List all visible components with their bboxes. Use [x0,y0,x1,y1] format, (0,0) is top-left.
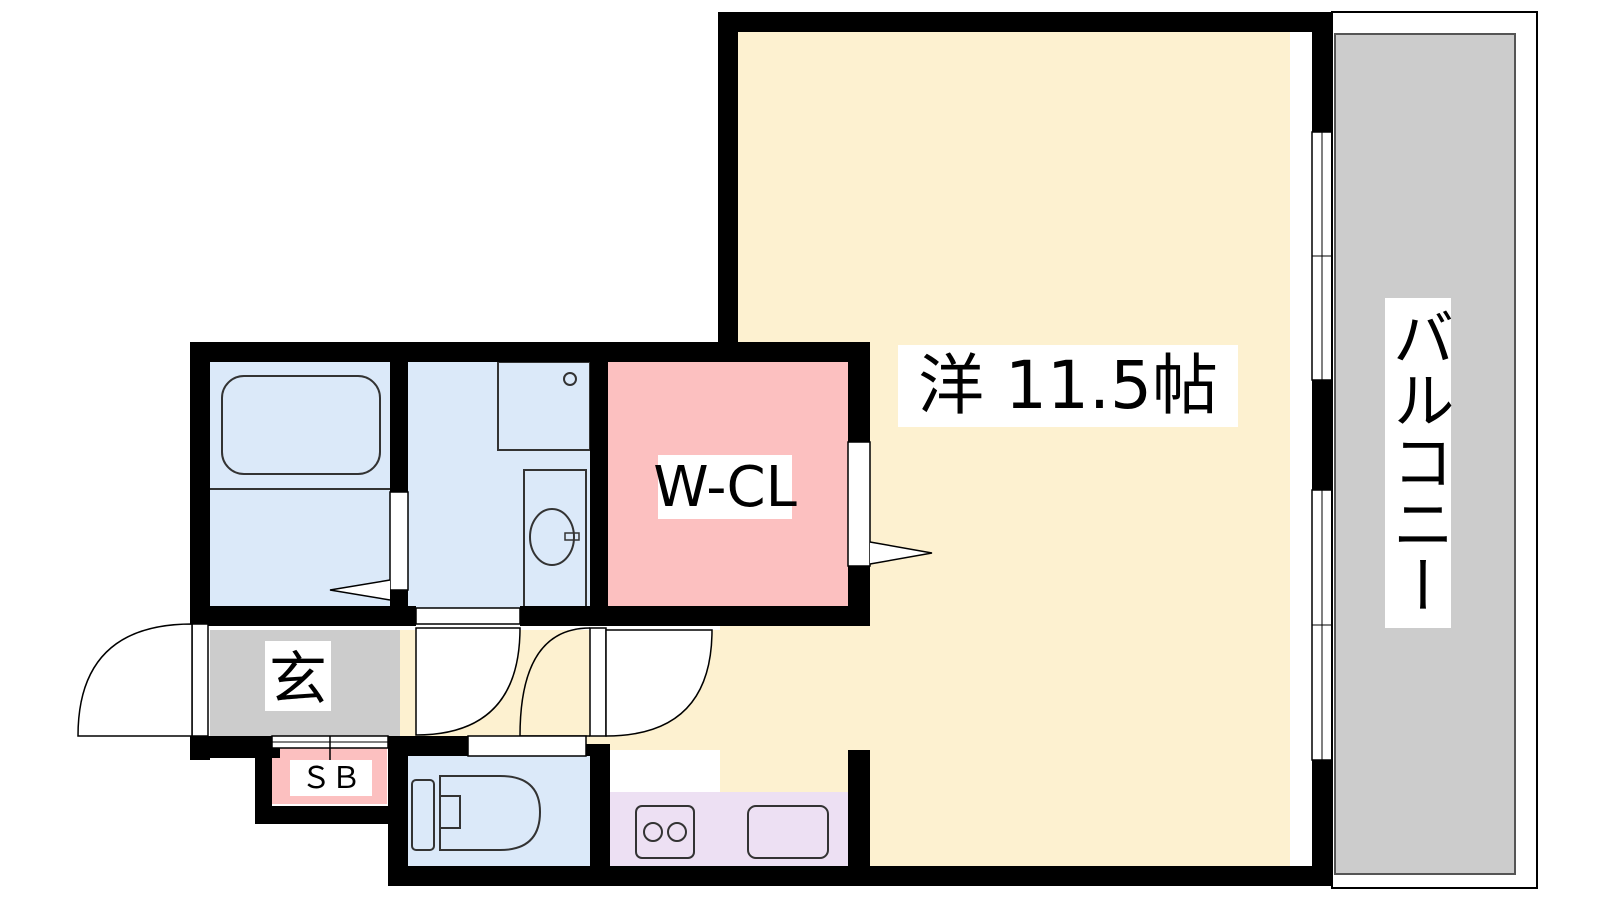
western-room-label-bg [898,345,1238,427]
bath-door-arrow-icon [329,579,391,601]
western-room-label: 洋 11.5帖 [918,347,1218,424]
balcony-rail [1331,11,1538,889]
balcony-fill [1334,33,1516,875]
entrance-label-bg [265,641,331,711]
bathtub [221,375,381,475]
bathtub-fixture [210,488,390,490]
stove [635,805,695,859]
basin-faucet [564,532,580,541]
wcl-door [847,441,871,567]
toilet-tank [411,779,435,851]
toilet-bowl [439,775,542,851]
burner-left-icon [643,822,663,842]
entrance-door-swing [77,623,193,737]
washroom-doorway [415,607,521,625]
wcl-label: W-CL [653,455,797,520]
washroom-door-swing [415,627,521,736]
shoe-box-label-bg [290,760,372,796]
burner-right-icon [667,822,687,842]
shoe-box-label: ＳＢ [301,761,361,796]
walls [190,12,1332,886]
bathroom-fill [210,362,390,610]
wash-basin [529,508,575,566]
balcony-label: バルコニー [1382,306,1455,616]
toilet-fill [408,756,590,868]
kitchen-fill [610,792,850,868]
toilet-doorway [467,735,587,757]
toilet-door-swing [519,627,591,737]
kitchen-sink [747,805,829,859]
entrance-label: 玄 [269,645,327,713]
wcl-door-arrow-icon [869,541,933,565]
toilet-seat-hinge [439,795,461,829]
bath-door [389,491,409,591]
room-doorway [589,627,607,737]
drain-icon [563,372,577,386]
entrance-doorway [191,623,209,737]
room-door-swing [605,629,713,737]
wcl-label-bg [658,455,792,519]
balcony-label-bg [1385,298,1451,628]
